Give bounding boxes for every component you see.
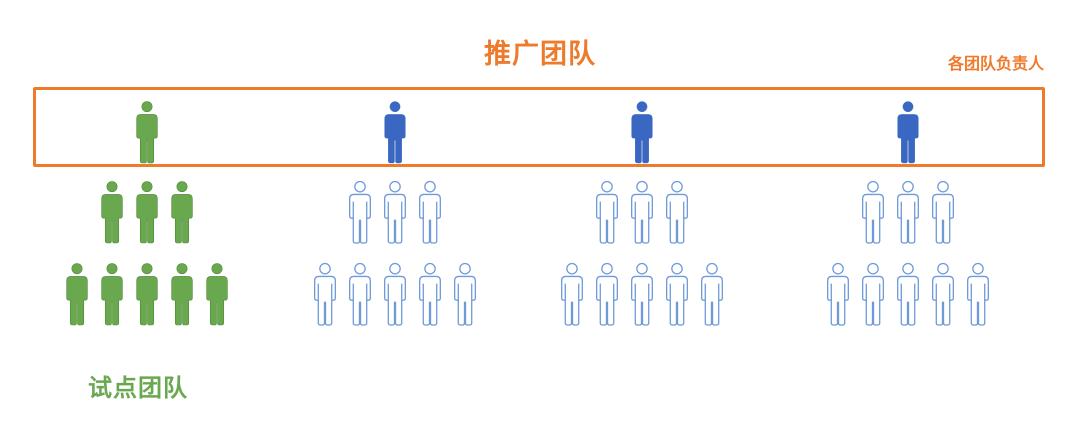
page-title: 推广团队 <box>484 39 596 70</box>
team-3-member-icon <box>701 262 723 326</box>
team-3-member-icon <box>596 262 618 326</box>
team-3-leader-icon <box>631 101 653 164</box>
team-3-member-icon <box>631 180 653 244</box>
pilot-member-icon <box>66 263 88 326</box>
team-2-member-icon <box>419 180 441 244</box>
team-leaders-label: 各团队负责人 <box>947 54 1044 73</box>
team-3-member-icon <box>666 262 688 326</box>
team-4-member-icon <box>827 262 849 326</box>
team-4-member-icon <box>862 262 884 326</box>
team-3-member-icon <box>596 180 618 244</box>
team-4-member-icon <box>967 262 989 326</box>
team-2-member-icon <box>419 262 441 326</box>
team-2-member-icon <box>349 262 371 326</box>
team-2-member-icon <box>454 262 476 326</box>
team-4-leader-icon <box>897 101 919 164</box>
pilot-member-icon <box>206 263 228 326</box>
team-2-member-icon <box>314 262 336 326</box>
pilot-member-icon <box>101 181 123 244</box>
team-2-member-icon <box>349 180 371 244</box>
team-4-member-icon <box>932 262 954 326</box>
leaders-frame <box>33 87 1045 167</box>
team-4-member-icon <box>897 262 919 326</box>
pilot-member-icon <box>101 263 123 326</box>
team-4-member-icon <box>932 180 954 244</box>
pilot-member-icon <box>171 263 193 326</box>
team-3-member-icon <box>561 262 583 326</box>
team-2-leader-icon <box>384 101 406 164</box>
team-2-member-icon <box>384 180 406 244</box>
team-3-member-icon <box>631 262 653 326</box>
team-2-member-icon <box>384 262 406 326</box>
pilot-team-label: 试点团队 <box>88 374 188 402</box>
team-4-member-icon <box>897 180 919 244</box>
pilot-member-icon <box>136 263 158 326</box>
team-3-member-icon <box>666 180 688 244</box>
pilot-leader-icon <box>136 101 158 164</box>
pilot-member-icon <box>136 181 158 244</box>
pilot-member-icon <box>171 181 193 244</box>
team-4-member-icon <box>862 180 884 244</box>
